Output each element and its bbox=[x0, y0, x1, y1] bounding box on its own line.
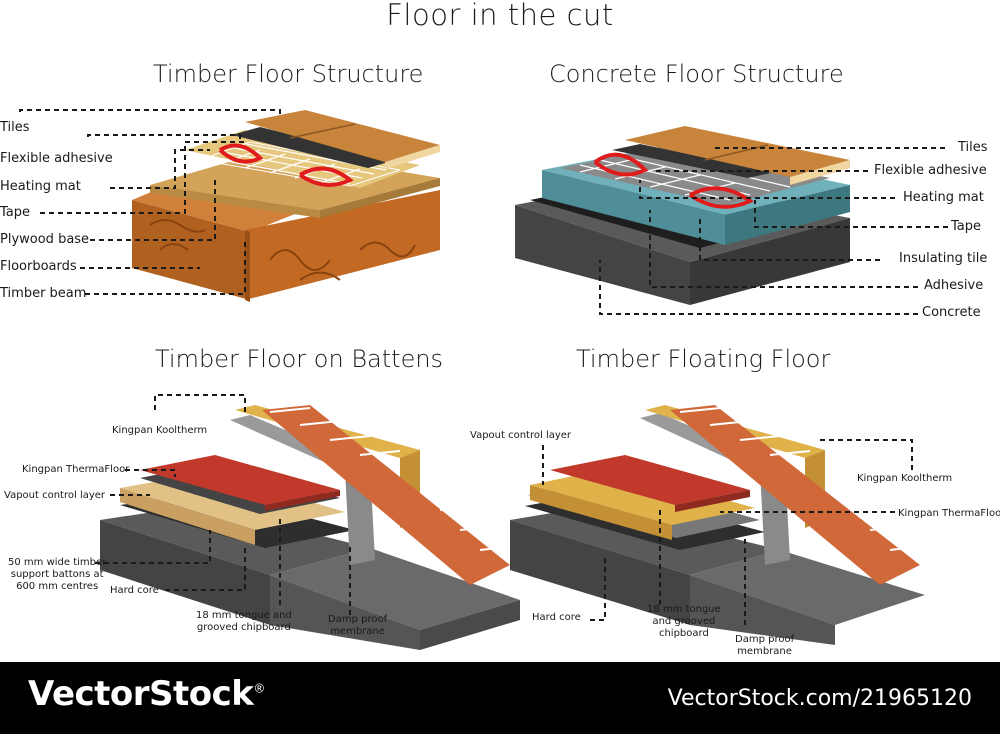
timber-label-heating-mat: Heating mat bbox=[0, 179, 81, 194]
concrete-label-flexible-adhesive: Flexible adhesive bbox=[874, 163, 987, 178]
vectorstock-logo: VectorStock® bbox=[28, 674, 265, 714]
battens-label-hard-core: Hard core bbox=[110, 585, 159, 596]
concrete-label-concrete: Concrete bbox=[922, 305, 981, 320]
floating-label-chipboard: 18 mm tongue and grooved chipboard bbox=[647, 604, 721, 639]
floating-floor-illustration bbox=[510, 405, 926, 645]
battens-label-chipboard: 18 mm tongue and grooved chipboard bbox=[196, 610, 292, 633]
timber-label-tape: Tape bbox=[0, 205, 31, 220]
timber-floor-title: Timber Floor Structure bbox=[153, 60, 424, 88]
concrete-label-tiles: Tiles bbox=[958, 140, 988, 155]
floating-label-damp-proof-membrane: Damp proof membrane bbox=[735, 634, 795, 657]
concrete-floor-title: Concrete Floor Structure bbox=[549, 60, 844, 88]
battens-label-support-battens: 50 mm wide timber support battons at 600… bbox=[8, 557, 107, 592]
floating-floor-title: Timber Floating Floor bbox=[576, 345, 831, 373]
battens-label-kooltherm: Kingpan Kooltherm bbox=[112, 425, 208, 436]
battens-label-thermafloor: Kingpan ThermaFloor bbox=[22, 464, 130, 475]
floating-label-thermafloor: Kingpan ThermaFloor bbox=[898, 508, 1000, 519]
concrete-label-tape: Tape bbox=[951, 219, 982, 234]
brand-text: VectorStock bbox=[28, 674, 254, 714]
concrete-floor-illustration bbox=[515, 126, 850, 305]
page-title: Floor in the cut bbox=[386, 0, 614, 32]
floating-label-hard-core: Hard core bbox=[532, 612, 581, 623]
timber-label-timber-beam: Timber beam bbox=[0, 286, 87, 301]
leader-lines bbox=[19, 109, 948, 625]
registered-mark: ® bbox=[253, 681, 265, 696]
concrete-label-heating-mat: Heating mat bbox=[903, 190, 984, 205]
battens-label-damp-proof-membrane: Damp proof membrane bbox=[328, 614, 388, 637]
battens-floor-illustration bbox=[100, 405, 520, 650]
timber-label-flexible-adhesive: Flexible adhesive bbox=[0, 151, 113, 166]
battens-floor-title: Timber Floor on Battens bbox=[155, 345, 444, 373]
footer-url[interactable]: VectorStock.com/21965120 bbox=[667, 686, 972, 711]
timber-label-tiles: Tiles bbox=[0, 120, 30, 135]
timber-label-floorboards: Floorboards bbox=[0, 259, 77, 274]
footer-bar: VectorStock® VectorStock.com/21965120 bbox=[0, 662, 1000, 734]
timber-floor-illustration bbox=[132, 110, 440, 302]
floating-label-vapour: Vapout control layer bbox=[470, 430, 572, 441]
concrete-label-insulating-tile: Insulating tile bbox=[899, 251, 988, 266]
battens-label-vapour: Vapout control layer bbox=[4, 490, 106, 501]
timber-label-plywood-base: Plywood base bbox=[0, 232, 90, 247]
concrete-label-adhesive: Adhesive bbox=[924, 278, 984, 293]
diagram-illustrations bbox=[19, 109, 948, 650]
floating-label-kooltherm: Kingpan Kooltherm bbox=[857, 473, 953, 484]
